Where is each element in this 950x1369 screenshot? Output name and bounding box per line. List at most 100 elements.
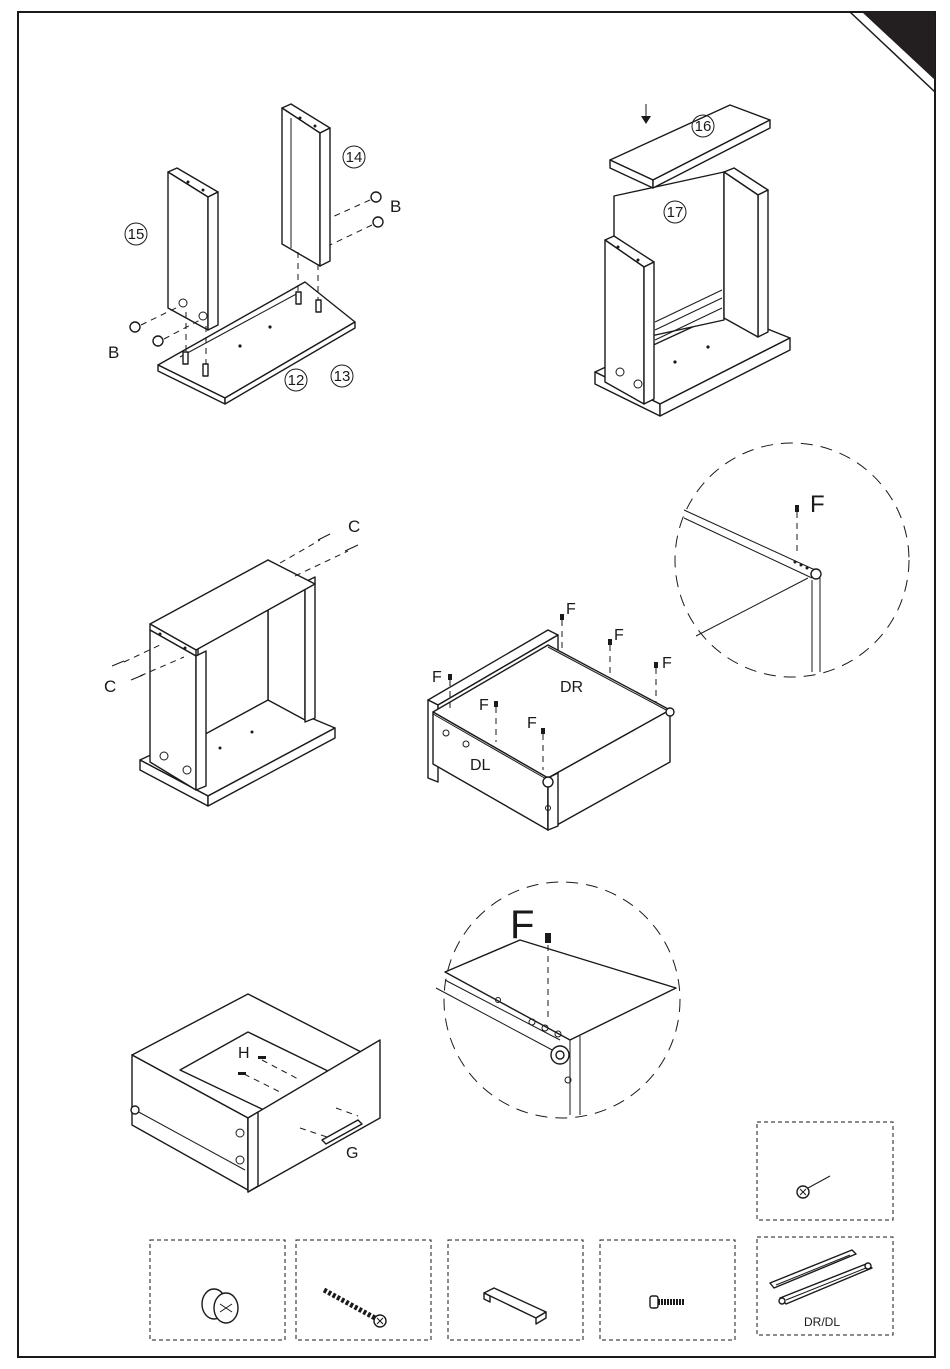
dowel-hole — [299, 117, 302, 120]
part-17-label: 17 — [667, 204, 684, 221]
dowel — [296, 292, 301, 304]
step1-panel-assembly: 15 14 12 13 B B — [108, 104, 401, 404]
hardware-box-long-screw — [296, 1240, 431, 1340]
hardware-box-handle — [448, 1240, 583, 1340]
base-hole — [706, 345, 709, 348]
screw-f — [608, 639, 612, 645]
hardware-b-label: B — [390, 197, 401, 216]
runner-wheel — [666, 708, 674, 716]
detail-f-label: F — [810, 491, 825, 518]
detail-edge — [696, 578, 808, 636]
drawer-runner-icon — [770, 1250, 872, 1304]
hardware-box-screw-f — [757, 1122, 893, 1220]
dowel-hole — [159, 633, 162, 636]
wood-screw-icon — [797, 1176, 830, 1198]
screw-hole — [800, 564, 803, 567]
dowel-hole — [314, 125, 317, 128]
guide-line — [295, 551, 348, 576]
left-side-edge — [196, 651, 206, 790]
screw-c — [318, 534, 330, 540]
base-hole — [238, 344, 241, 347]
screw-hole — [794, 561, 797, 564]
part-16-label: 16 — [695, 118, 712, 135]
runner-caption: DR/DL — [804, 1315, 840, 1329]
screw-f — [494, 701, 498, 707]
down-arrow-icon — [641, 116, 651, 124]
dowel-hole — [617, 246, 620, 249]
part-14-label: 14 — [346, 149, 363, 166]
step4-detail-view: F — [675, 443, 909, 677]
guide-line — [330, 225, 372, 245]
left-side-face — [605, 240, 644, 404]
hardware-c-label: C — [348, 517, 360, 536]
runner-wheel — [811, 569, 821, 579]
detail-f-label: F — [510, 903, 534, 947]
drawer-front-edge — [248, 1112, 258, 1192]
screw-f — [560, 614, 564, 620]
screw-f — [545, 933, 551, 943]
step2-top-and-back: 16 17 — [595, 104, 790, 416]
cam-lock — [130, 322, 140, 332]
dowel-hole — [187, 181, 190, 184]
cam-lock-icon — [202, 1289, 238, 1323]
hardware-c-label: C — [104, 677, 116, 696]
cam-lock — [373, 217, 383, 227]
guide-line — [141, 306, 180, 325]
screw-f — [654, 662, 658, 668]
handle-icon — [484, 1288, 546, 1324]
detail-edge — [684, 518, 812, 578]
screw-c — [131, 675, 143, 680]
step4-runners: F F F F F F DR DL — [428, 601, 674, 830]
hardware-f-label: F — [614, 627, 624, 644]
screw-f — [448, 674, 452, 680]
step3-carcass: C C — [104, 517, 360, 806]
screw-hole — [806, 567, 809, 570]
left-side-edge — [644, 262, 654, 404]
dowel — [203, 364, 208, 376]
part-15-label: 15 — [128, 226, 145, 243]
right-side-edge — [758, 190, 768, 337]
detail-top-surface — [445, 940, 676, 1040]
hardware-h-label: H — [238, 1045, 250, 1062]
cam-lock — [153, 336, 163, 346]
screw-h — [238, 1072, 246, 1075]
base-hole — [219, 747, 222, 750]
side-panel-14-edge — [320, 128, 330, 266]
right-side-face — [724, 172, 758, 337]
side-panel-14-face — [282, 108, 320, 266]
hardware-f-label: F — [527, 715, 537, 732]
hardware-f-label: F — [432, 669, 442, 686]
step5-drawer: H G — [131, 994, 380, 1192]
hardware-b-label: B — [108, 343, 119, 362]
hardware-f-label: F — [479, 697, 489, 714]
dowel — [316, 300, 321, 312]
screw-f — [795, 505, 799, 512]
screw-c — [112, 661, 124, 666]
runner-wheel — [543, 777, 553, 787]
screw-f — [541, 728, 545, 734]
part-13-label: 13 — [334, 368, 351, 385]
machine-screw-icon — [650, 1296, 684, 1308]
base-hole — [673, 360, 676, 363]
screw-h — [258, 1056, 266, 1059]
right-side-edge — [305, 577, 315, 722]
corner-tab — [862, 12, 935, 80]
base-hole — [268, 325, 271, 328]
runner-dr-label: DR — [560, 679, 583, 696]
runner-wheel-hub — [556, 1051, 564, 1059]
hardware-f-label: F — [662, 655, 672, 672]
runner-dl-label: DL — [470, 757, 491, 774]
dowel-hole — [202, 189, 205, 192]
cam-lock — [371, 192, 381, 202]
dowel-hole — [184, 647, 187, 650]
step5-detail-view: F — [436, 882, 680, 1118]
screw-c — [345, 545, 358, 551]
hardware-g-label: G — [346, 1145, 358, 1162]
runner-wheel — [131, 1106, 139, 1114]
left-side-face — [150, 630, 196, 790]
dowel-hole — [637, 259, 640, 262]
base-hole — [251, 731, 254, 734]
hardware-box-machine-screw — [600, 1240, 735, 1340]
